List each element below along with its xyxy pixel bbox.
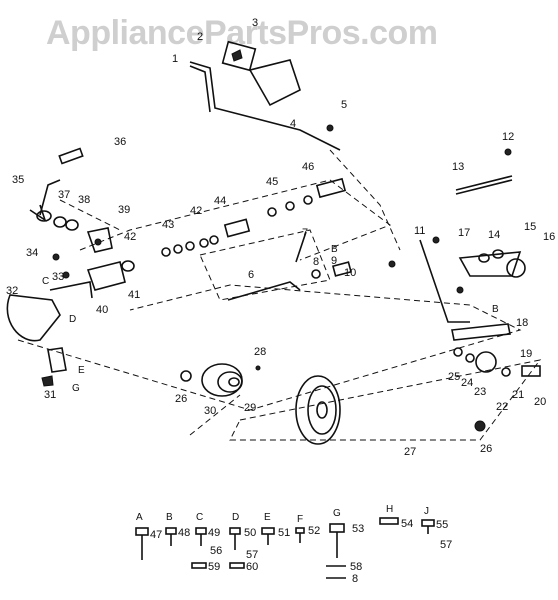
ref-g: G [72, 383, 80, 394]
callout-27: 27 [404, 446, 416, 458]
callout-30: 30 [204, 405, 216, 417]
callout-9: 9 [331, 255, 337, 267]
hw-number-51: 51 [278, 527, 290, 539]
callout-35: 35 [12, 174, 24, 186]
callout-41: 41 [128, 289, 140, 301]
callout-18: 18 [516, 317, 528, 329]
hw-number-48: 48 [178, 527, 190, 539]
hw-number-60: 60 [246, 561, 258, 573]
callout-15: 15 [524, 221, 536, 233]
callout-23: 23 [474, 386, 486, 398]
diagram-letter-labels: B B C D E G [42, 244, 499, 394]
pulley-hub [180, 363, 261, 397]
callout-11: 11 [414, 225, 425, 237]
ref-d: D [69, 314, 76, 325]
callout-29: 29 [244, 402, 256, 414]
callout-31: 31 [44, 389, 56, 401]
hw-number-58: 58 [350, 561, 362, 573]
callout-1: 1 [172, 53, 178, 65]
callout-28: 28 [254, 346, 266, 358]
hw-letter-f: F [297, 514, 303, 525]
hw-letter-j: J [424, 506, 429, 517]
hw-number-57-right: 57 [440, 539, 452, 551]
hw-letter-a: A [136, 512, 143, 523]
hw-number-54: 54 [401, 518, 413, 530]
callout-3: 3 [252, 17, 258, 29]
ref-b-upper: B [331, 244, 338, 255]
callout-39: 39 [118, 204, 130, 216]
callout-7: 7 [302, 227, 308, 239]
handle-assembly [189, 40, 341, 151]
hw-letter-c: C [196, 512, 203, 523]
hw-number-56: 56 [210, 545, 222, 557]
large-pulley [295, 375, 486, 445]
callout-10: 10 [344, 267, 356, 279]
callout-14: 14 [488, 229, 500, 241]
callout-33: 33 [52, 271, 64, 283]
callout-19: 19 [520, 348, 532, 360]
callout-2: 2 [197, 31, 203, 43]
ref-c: C [42, 276, 49, 287]
shaft-assembly [121, 177, 347, 272]
hw-number-8: 8 [352, 573, 358, 585]
hw-letter-g: G [333, 508, 341, 519]
callout-40: 40 [96, 304, 108, 316]
callout-26-left: 26 [175, 393, 187, 405]
hardware-row [135, 517, 435, 579]
hw-number-50: 50 [244, 527, 256, 539]
callout-8: 8 [313, 256, 319, 268]
callout-16: 16 [543, 231, 555, 243]
callout-32: 32 [6, 285, 18, 297]
hw-number-47: 47 [150, 529, 162, 541]
callout-37: 37 [58, 189, 70, 201]
bracket-assembly [388, 148, 541, 377]
rod-assembly [227, 231, 353, 301]
callout-24: 24 [461, 377, 473, 389]
callout-17: 17 [458, 227, 470, 239]
callout-20: 20 [534, 396, 546, 408]
ref-e: E [78, 365, 85, 376]
callout-42-left: 42 [124, 231, 136, 243]
callout-22: 22 [496, 401, 508, 413]
hw-number-57-left: 57 [246, 549, 258, 561]
lever-assembly [29, 147, 113, 253]
callout-12: 12 [502, 131, 514, 143]
callout-45: 45 [266, 176, 278, 188]
hw-number-52: 52 [308, 525, 320, 537]
hw-letter-h: H [386, 504, 393, 515]
callout-46: 46 [302, 161, 314, 173]
callout-34: 34 [26, 247, 38, 259]
pivot-blocks [6, 253, 126, 387]
hw-letter-d: D [232, 512, 239, 523]
callout-21: 21 [512, 389, 524, 401]
hw-number-53: 53 [352, 523, 364, 535]
callout-38: 38 [78, 194, 90, 206]
callout-26-right: 26 [480, 443, 492, 455]
callout-13: 13 [452, 161, 464, 173]
hw-number-55: 55 [436, 519, 448, 531]
hw-number-59: 59 [208, 561, 220, 573]
hw-number-49: 49 [208, 527, 220, 539]
callout-36: 36 [114, 136, 126, 148]
callout-labels: 1 2 3 4 5 6 7 8 9 10 11 12 13 14 15 16 1… [6, 17, 555, 458]
callout-5: 5 [341, 99, 347, 111]
callout-44: 44 [214, 195, 226, 207]
callout-42-right: 42 [190, 205, 202, 217]
callout-43: 43 [162, 219, 174, 231]
callout-6: 6 [248, 269, 254, 281]
callout-4: 4 [290, 118, 296, 130]
hw-letter-e: E [264, 512, 271, 523]
hw-letter-b: B [166, 512, 173, 523]
callout-25: 25 [448, 371, 460, 383]
ref-b-right: B [492, 304, 499, 315]
hardware-labels: A B C D E F G H J 47 48 49 50 51 52 53 5… [136, 504, 452, 585]
assembly-outline [17, 149, 542, 441]
